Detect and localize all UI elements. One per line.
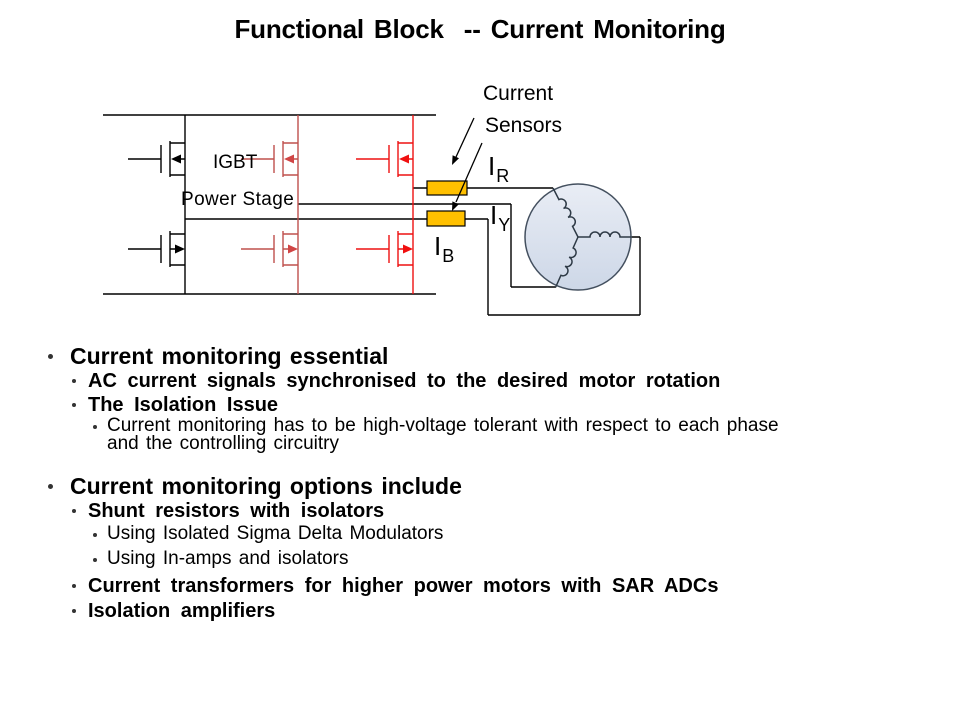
bullet-marker (72, 403, 76, 407)
bullet-marker (72, 584, 76, 588)
inverter-leg-2 (241, 115, 299, 294)
bullet-item: Isolation amplifiers (72, 600, 275, 622)
motor-symbol (524, 183, 632, 291)
bullet-text: Current monitoring has to be high-voltag… (107, 415, 779, 454)
bullet-marker (72, 609, 76, 613)
bullet-marker (48, 484, 53, 489)
sensor-pointer-arrow-1 (452, 117, 475, 165)
current-sensor-2 (426, 210, 466, 227)
current-sensors-caption-line1: Current (483, 82, 554, 105)
bullet-item: Current monitoring essential (48, 343, 389, 370)
bullet-text: The Isolation Issue (88, 394, 279, 416)
phase-current-label-iy: IY (490, 200, 511, 235)
inverter-leg-3 (356, 115, 414, 294)
bullet-text: Using In-amps and isolators (107, 548, 349, 569)
phase-wire-y (298, 203, 556, 288)
phase-current-label-ir: IR (488, 151, 510, 186)
bullet-text: Using Isolated Sigma Delta Modulators (107, 523, 444, 544)
bullet-item: AC current signals synchronised to the d… (72, 370, 720, 392)
power-stage-label: Power Stage (181, 189, 295, 210)
motor-windings (552, 187, 632, 288)
bullet-item: Current monitoring has to be high-voltag… (93, 415, 779, 454)
bullet-marker (93, 533, 97, 537)
bullet-text: Shunt resistors with isolators (88, 500, 385, 522)
phase-wire-b (185, 218, 641, 316)
current-sensors-caption-line2: Sensors (485, 114, 563, 137)
sensor-pointer-arrow-2 (452, 142, 483, 211)
bullet-marker (93, 558, 97, 562)
bullet-item: Current monitoring options include (48, 473, 462, 500)
bullet-marker (72, 379, 76, 383)
bullet-item: Current transformers for higher power mo… (72, 575, 718, 597)
bullet-item: Using Isolated Sigma Delta Modulators (93, 523, 444, 544)
dc-bus-rails (103, 114, 436, 295)
bullet-text: AC current signals synchronised to the d… (88, 370, 721, 392)
slide-title: Functional Block -- Current Monitoring (234, 14, 726, 44)
bullet-marker (93, 425, 97, 429)
phase-current-label-ib: IB (434, 231, 455, 266)
power-stage-circuit-diagram (103, 114, 641, 316)
bullet-text: Current monitoring options include (70, 473, 462, 499)
bullet-text: Isolation amplifiers (88, 600, 276, 622)
bullet-marker (72, 509, 76, 513)
bullet-item: Using In-amps and isolators (93, 548, 349, 569)
bullet-text: Current transformers for higher power mo… (88, 575, 719, 597)
inverter-leg-1 (128, 115, 186, 294)
current-sensor-1 (426, 180, 468, 196)
bullet-marker (48, 354, 53, 359)
bullet-text: Current monitoring essential (70, 343, 389, 369)
bullet-item: Shunt resistors with isolators (72, 500, 384, 522)
igbt-label: IGBT (213, 152, 258, 173)
bullet-item: The Isolation Issue (72, 394, 278, 416)
